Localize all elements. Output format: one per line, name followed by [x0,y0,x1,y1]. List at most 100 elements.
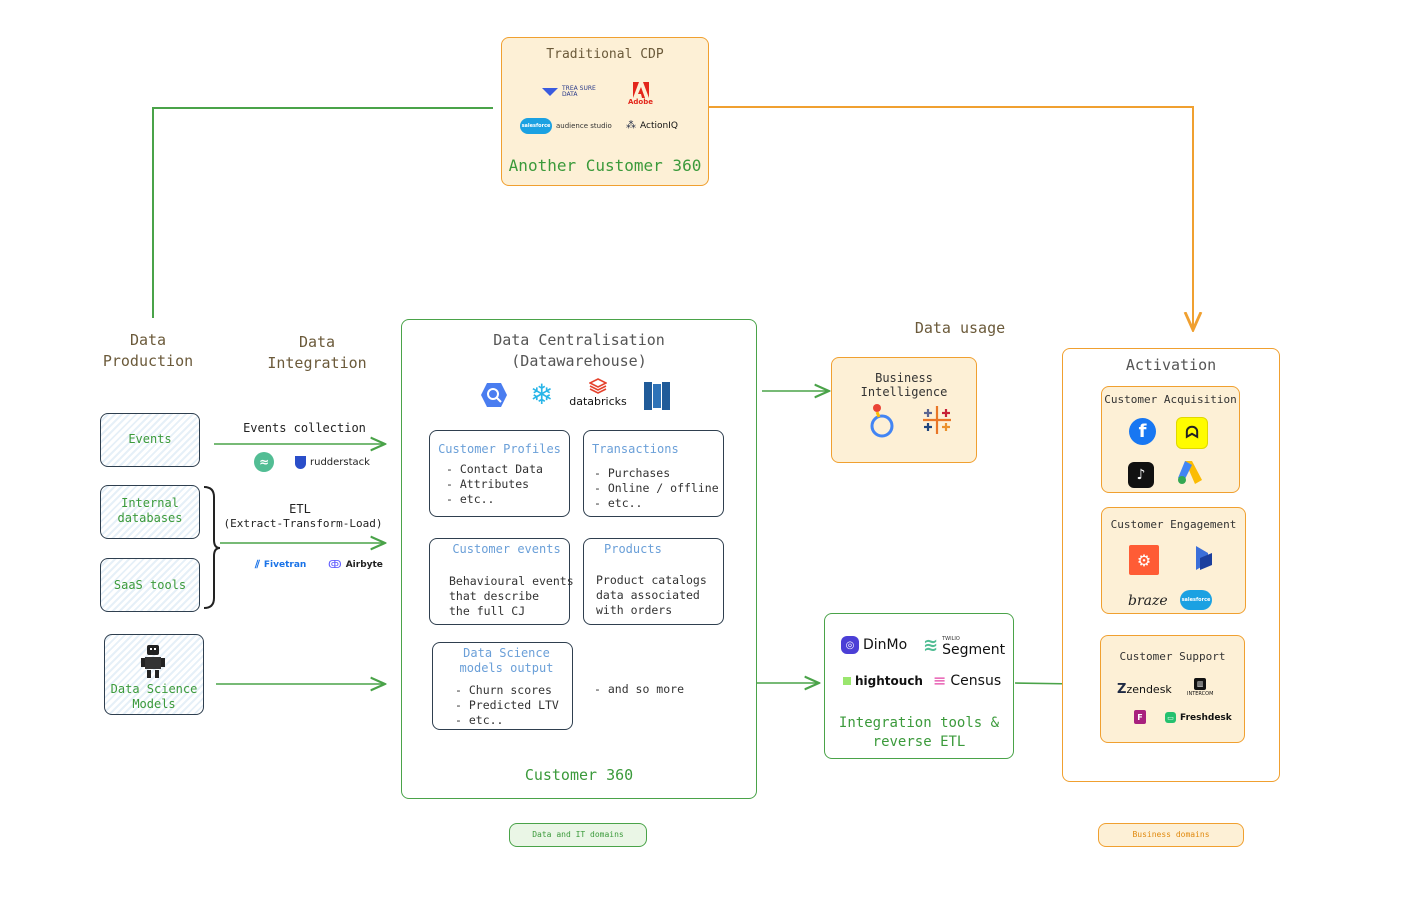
databricks-icon [588,378,608,394]
dw-title: Data Centralisation [493,331,665,349]
legend-it-domains: Data and IT domains [509,823,647,847]
ds-output-title: Data Science models output [459,646,554,675]
production-to-cdp-line [152,107,493,318]
fivetran-icon: ⫽ [255,558,260,571]
zendesk-icon: Z [1117,682,1127,697]
looker-icon [868,402,896,444]
rudderstack-icon [295,456,306,469]
reverse-etl-box: ◎ DinMo ≋ TWILIO Segment hightouch ≡ Cen… [824,613,1014,759]
hightouch-logo: hightouch [843,674,923,688]
census-logo: ≡ Census [933,671,1002,690]
snowflake-icon: ❄ [530,378,554,411]
zendesk-logo: Z zendesk [1117,682,1172,697]
adobe-logo: Adobe [628,82,653,106]
etl-label: ETL [289,502,311,516]
treasure-data-logo: TREA SURE DATA [542,86,598,98]
customer-360-label: Customer 360 [524,766,634,784]
etl-brace [203,486,221,609]
snapchat-icon: ᗣ [1176,417,1208,449]
bi-title: Business Intelligence [860,371,948,399]
airbyte-logo: ↂ Airbyte [328,558,383,571]
robot-icon [141,645,165,678]
twilio-segment-logo: ≋ TWILIO Segment [923,634,1006,658]
data-production-heading: Data Production [102,331,194,370]
segment-green-logo: ≈ [254,452,274,472]
transactions-card: Transactions - Purchases - Online / offl… [583,430,724,517]
salesforce-cloud-logo: salesforce [1180,590,1212,610]
cdp-to-activation-line [708,106,1193,330]
cdp-title: Traditional CDP [546,47,664,62]
acquisition-title: Customer Acquisition [1104,393,1237,406]
fivetran-logo: ⫽ Fivetran [255,558,307,571]
customer-events-list: Behavioural events that describe the ful… [449,574,574,618]
ds-models-label: Data Science Models [110,682,198,711]
cdp-subtitle: Another Customer 360 [508,156,702,175]
airbyte-icon: ↂ [328,558,342,571]
hightouch-icon [843,677,851,685]
freshdesk-icon: ▭ [1165,712,1176,723]
dinmo-icon: ◎ [841,636,859,654]
internal-db-label: Internal databases [117,496,183,525]
customer-events-title: Customer events [452,542,561,556]
events-collection-label: Events collection [243,421,366,435]
census-icon: ≡ [933,671,947,690]
bigquery-icon [480,382,508,408]
treasure-data-icon [542,88,558,96]
google-ads-icon [1176,458,1204,490]
segment-icon: ≋ [923,634,939,656]
events-label: Events [128,432,172,446]
databricks-logo: databricks [568,378,628,408]
customer-profiles-card: Customer Profiles - Contact Data - Attri… [429,430,570,517]
saas-label: SaaS tools [113,578,187,592]
braze-logo: braze [1128,593,1168,609]
ds-output-list: - Churn scores - Predicted LTV - etc.. [455,683,559,727]
customer-acquisition-box: Customer Acquisition f ᗣ ♪ [1101,386,1240,493]
segment-circle-icon: ≈ [254,452,274,472]
customer-profiles-title: Customer Profiles [438,442,561,456]
actioniq-icon: ⁂ [626,120,636,131]
products-title: Products [604,542,662,556]
salesforce-cloud-icon: salesforce [520,118,552,134]
products-card: Products Product catalogs data associate… [583,538,724,625]
actioniq-logo: ⁂ ActionIQ [626,120,678,131]
adobe-icon [632,82,649,98]
front-icon: F [1134,710,1146,724]
data-centralisation-box: Data Centralisation (Datawarehouse) ❄ da… [401,319,757,799]
customer-engagement-box: Customer Engagement ⚙ braze salesforce [1101,507,1246,614]
internal-db-source-box: Internal databases [100,485,200,539]
data-usage-heading: Data usage [914,319,1006,337]
activation-box: Activation Customer Acquisition f ᗣ ♪ Cu… [1062,348,1280,782]
saas-source-box: SaaS tools [100,558,200,612]
hubspot-icon: ⚙ [1129,545,1159,575]
reverse-etl-title: Integration tools & reverse ETL [838,715,1000,750]
intercom-icon: ▥ [1194,678,1207,690]
dinmo-logo: ◎ DinMo [841,636,907,654]
legend-business-domains: Business domains [1098,823,1244,847]
transactions-title: Transactions [592,442,679,456]
intercom-logo: ▥ INTERCOM [1187,678,1214,697]
support-title: Customer Support [1119,650,1226,663]
and-so-more-label: - and so more [594,682,685,696]
customer-support-box: Customer Support Z zendesk ▥ INTERCOM F … [1100,635,1245,743]
customer-profiles-list: - Contact Data - Attributes - etc.. [446,462,543,506]
engagement-title: Customer Engagement [1110,518,1237,531]
events-source-box: Events [100,413,200,467]
salesforce-audience-logo: salesforce audience studio [520,118,612,134]
activation-title: Activation [1125,356,1217,374]
transactions-list: - Purchases - Online / offline - etc.. [594,466,719,510]
customer-events-card: Customer events Behavioural events that … [429,538,574,625]
ds-output-card: Data Science models output - Churn score… [432,642,573,730]
dynamics-icon [1194,545,1214,575]
traditional-cdp-box: Traditional CDP TREA SURE DATA Adobe sal… [501,37,709,186]
rudderstack-logo: rudderstack [295,456,370,469]
tiktok-icon: ♪ [1128,462,1154,488]
front-logo: F [1134,710,1146,724]
etl-full-label: (Extract-Transform-Load) [223,517,383,530]
business-intelligence-box: Business Intelligence [831,357,977,463]
data-integration-heading: Data Integration [267,333,367,372]
ds-models-source-box: Data Science Models [104,634,204,715]
facebook-icon: f [1129,418,1156,445]
redshift-icon [642,380,672,416]
freshdesk-logo: ▭ Freshdesk [1165,712,1232,723]
dw-subtitle: (Datawarehouse) [511,352,647,370]
